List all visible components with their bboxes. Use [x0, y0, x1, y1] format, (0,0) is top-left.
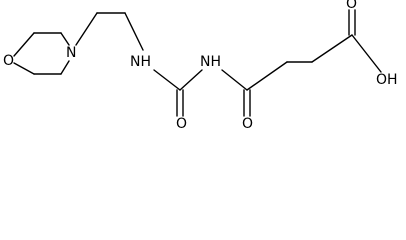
bond-carbonyl-carbon-nh [179, 69, 203, 91]
urea-group [153, 69, 203, 117]
urea-nh-right-label: NH [200, 54, 221, 70]
urea-nh-left-label: NH [130, 54, 151, 70]
acid-carbonyl-oxygen-label: O [346, 0, 357, 12]
bond-n-ch2 [75, 12, 98, 46]
bond-ch2-nh [124, 12, 144, 51]
bond-ring-c2-n [60, 32, 70, 46]
bond-ring-n-c3 [60, 60, 70, 75]
succinamic-chain [221, 34, 353, 117]
morpholine-ring [13, 32, 70, 75]
bond-acid-c-oh [351, 34, 382, 73]
bond-ch2-acid-carbon [311, 34, 353, 63]
carboxylic-acid [348, 9, 382, 73]
bond-nh-amide-carbon [221, 69, 248, 91]
bond-ring-o-c1 [13, 32, 35, 57]
acid-hydroxyl-label: OH [376, 72, 398, 88]
morpholine-oxygen-label: O [3, 53, 14, 69]
bond-nh-carbonyl-carbon [153, 69, 181, 91]
amide-carbonyl-oxygen-label: O [242, 116, 253, 131]
ethyl-linker [75, 12, 144, 51]
bond-ring-c4-o [13, 62, 35, 75]
morpholine-nitrogen-label: N [66, 45, 76, 61]
chemical-structure: O N NH NH O O O OH [3, 0, 398, 131]
urea-carbonyl-oxygen-label: O [176, 116, 187, 131]
bond-amide-ch2 [246, 61, 288, 91]
